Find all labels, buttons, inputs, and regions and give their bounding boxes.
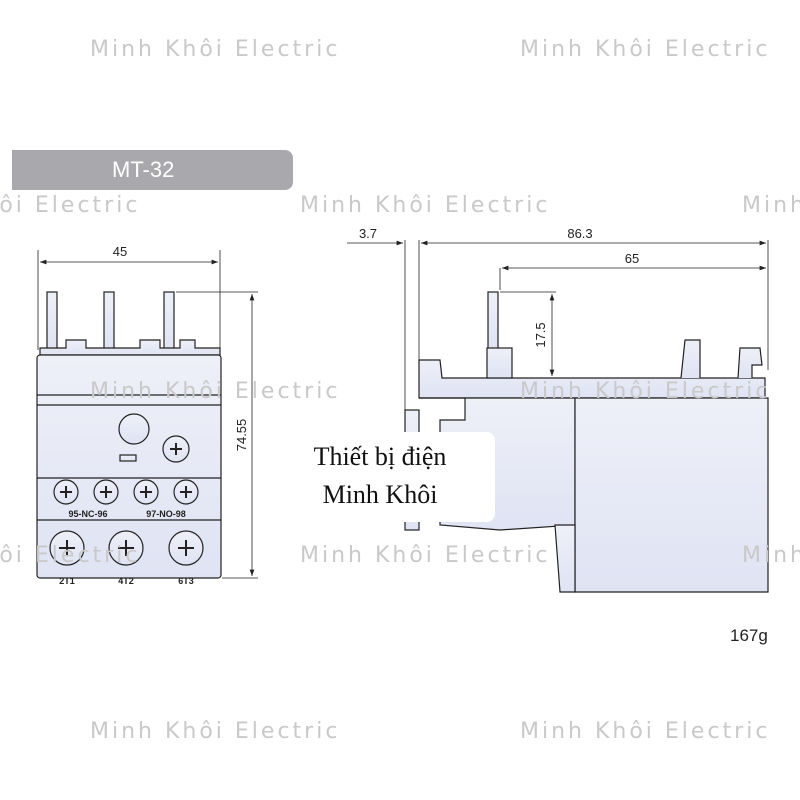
model-title: MT-32 [112,157,175,182]
offset-dimension: 3.7 [359,226,377,241]
aux-label-nc: 95-NC-96 [68,509,107,519]
total-depth-dimension: 86.3 [567,226,592,241]
overlay-line-2: Minh Khôi [322,480,438,509]
pin-height-dimension: 17.5 [533,322,548,347]
weight-label: 167g [730,626,768,645]
height-dimension: 74.55 [234,419,249,452]
brand-overlay: Thiết bị điện Minh Khôi [265,432,495,522]
terminal-label-2t1: 2T1 [59,576,75,586]
terminal-label-4t2: 4T2 [118,576,134,586]
side-view [347,240,769,593]
depth-dimension: 65 [625,251,639,266]
front-view [36,250,258,579]
width-dimension: 45 [113,244,127,259]
terminal-label-6t3: 6T3 [178,576,194,586]
overlay-line-1: Thiết bị điện [313,442,447,471]
aux-label-no: 97-NO-98 [146,509,186,519]
model-tag: MT-32 [12,150,293,190]
